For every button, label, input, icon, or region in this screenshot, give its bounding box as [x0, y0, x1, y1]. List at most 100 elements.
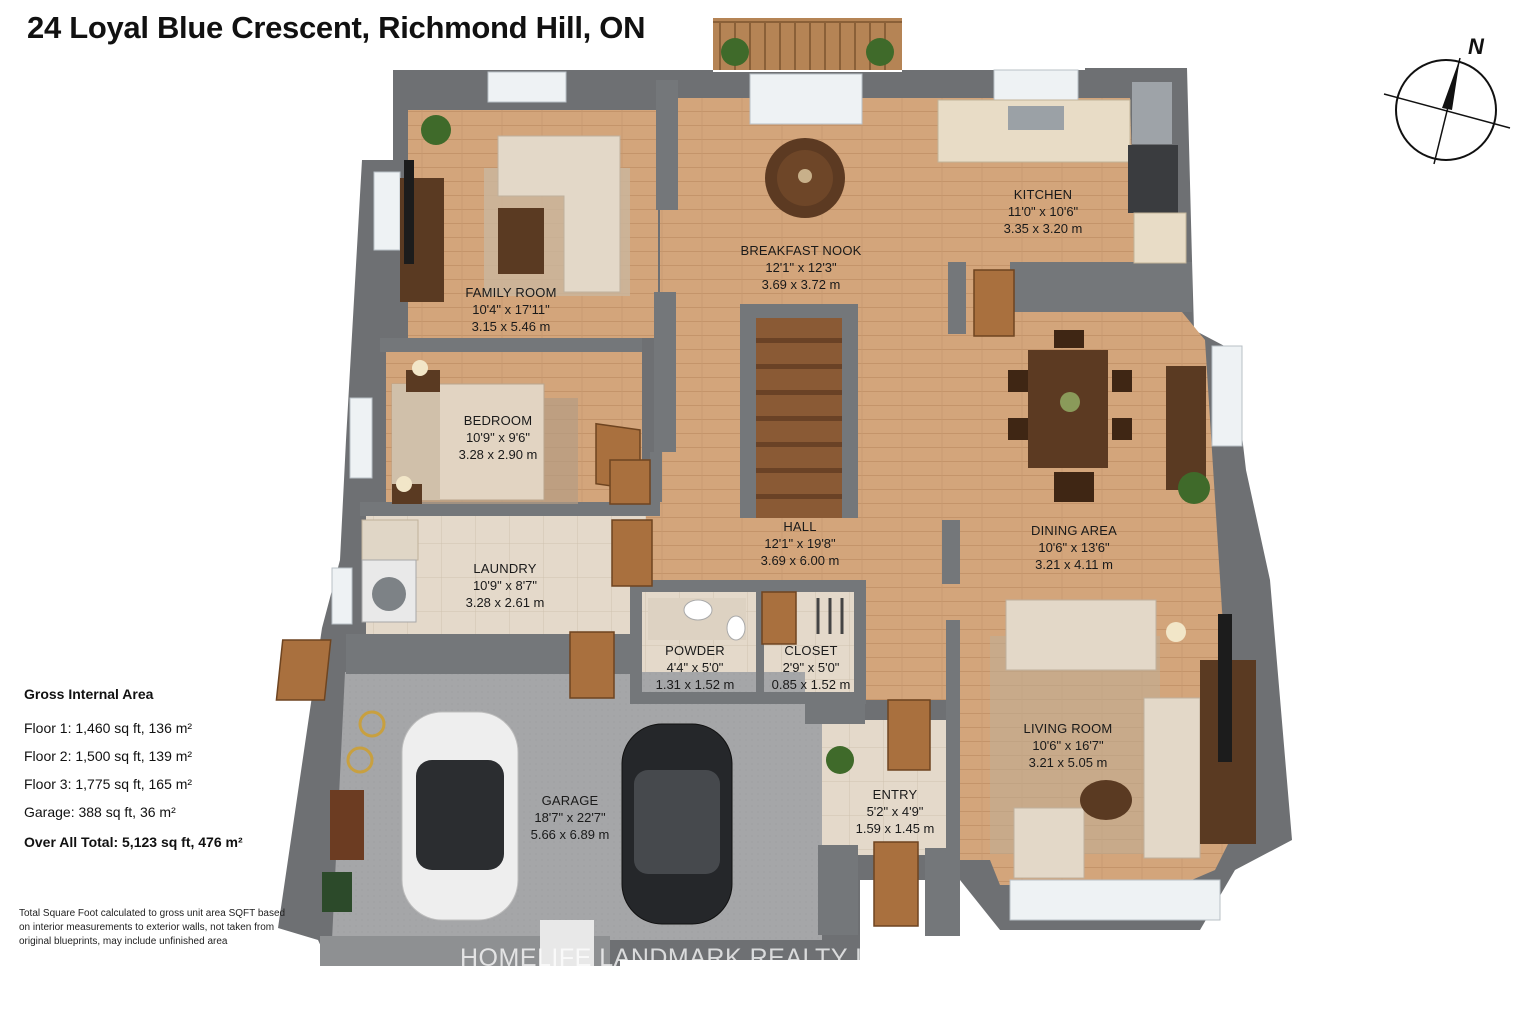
tv-icon [1218, 614, 1232, 762]
bedroom-furniture [391, 360, 578, 504]
room-metric: 3.35 x 3.20 m [1003, 221, 1083, 236]
room-label-kitchen: KITCHEN 11'0" x 10'6" 3.35 x 3.20 m [1004, 186, 1083, 237]
toilet-icon [726, 615, 746, 641]
room-name: DINING AREA [1031, 523, 1117, 538]
rear-deck [713, 18, 902, 70]
plant-icon [421, 115, 451, 145]
lamp-icon [396, 476, 412, 492]
gia-heading: Gross Internal Area [24, 686, 154, 702]
room-label-hall: HALL 12'1" x 19'8" 3.69 x 6.00 m [761, 518, 840, 569]
white-car [401, 711, 519, 921]
room-label-dining-area: DINING AREA 10'6" x 13'6" 3.21 x 4.11 m [1031, 522, 1117, 573]
washer-icon [372, 577, 406, 611]
centerpiece-icon [1060, 392, 1080, 412]
room-imperial: 12'1" x 12'3" [765, 260, 837, 275]
doors [275, 269, 1015, 927]
room-name: FAMILY ROOM [465, 285, 557, 300]
stove-icon [1128, 145, 1178, 213]
room-label-laundry: LAUNDRY 10'9" x 8'7" 3.28 x 2.61 m [466, 560, 545, 611]
room-name: CLOSET [784, 643, 838, 658]
gia-floor1: Floor 1: 1,460 sq ft, 136 m² [24, 720, 193, 736]
room-metric: 3.21 x 5.05 m [1028, 755, 1108, 770]
room-imperial: 10'4" x 17'11" [472, 302, 550, 317]
living-room-furniture [990, 599, 1256, 879]
plant-icon [721, 38, 749, 66]
room-imperial: 5'2" x 4'9" [866, 804, 924, 819]
room-label-bedroom: BEDROOM 10'9" x 9'6" 3.28 x 2.90 m [459, 412, 538, 463]
room-name: KITCHEN [1013, 187, 1073, 202]
breakfast-table [765, 138, 845, 218]
bicycle-icon [346, 710, 386, 774]
plant-icon [1178, 472, 1210, 504]
room-metric: 3.69 x 3.72 m [761, 277, 841, 292]
storage-bin [322, 872, 352, 912]
room-label-closet: CLOSET 2'9" x 5'0" 0.85 x 1.52 m [772, 642, 851, 693]
plant-icon [826, 746, 854, 774]
room-imperial: 11'0" x 10'6" [1007, 204, 1079, 219]
tv-icon [404, 160, 414, 264]
gross-internal-area: Gross Internal Area Floor 1: 1,460 sq ft… [24, 686, 324, 850]
room-imperial: 2'9" x 5'0" [782, 660, 840, 675]
storage-shelf [330, 790, 364, 860]
room-imperial: 10'9" x 9'6" [465, 430, 531, 445]
room-imperial: 18'7" x 22'7" [534, 810, 606, 825]
room-metric: 1.59 x 1.45 m [855, 821, 935, 836]
room-metric: 0.85 x 1.52 m [771, 677, 851, 692]
room-name: HALL [783, 519, 817, 534]
lamp-icon [1166, 622, 1186, 642]
nightstand [406, 370, 440, 392]
room-label-family-room: FAMILY ROOM 10'4" x 17'11" 3.15 x 5.46 m [465, 284, 556, 335]
room-imperial: 10'6" x 13'6" [1038, 540, 1110, 555]
sink-icon [683, 599, 713, 621]
sink-icon [1008, 106, 1064, 130]
compass-north-label: N [1468, 34, 1485, 59]
windows [331, 69, 1243, 921]
laundry-appliances [361, 519, 419, 623]
room-metric: 3.28 x 2.90 m [458, 447, 538, 462]
fridge-icon [1132, 82, 1172, 144]
room-name: BREAKFAST NOOK [740, 243, 862, 258]
page-title: 24 Loyal Blue Crescent, Richmond Hill, O… [27, 10, 646, 45]
room-metric: 3.15 x 5.46 m [471, 319, 551, 334]
garage-pillar [540, 920, 594, 966]
room-metric: 5.66 x 6.89 m [530, 827, 610, 842]
room-label-breakfast-nook: BREAKFAST NOOK 12'1" x 12'3" 3.69 x 3.72… [740, 242, 861, 293]
room-label-living-room: LIVING ROOM 10'6" x 16'7" 3.21 x 5.05 m [1024, 720, 1113, 771]
gia-total: Over All Total: 5,123 sq ft, 476 m² [24, 834, 243, 850]
room-name: GARAGE [541, 793, 599, 808]
room-metric: 1.31 x 1.52 m [655, 677, 735, 692]
bathroom-fixtures [648, 598, 844, 641]
room-imperial: 4'4" x 5'0" [666, 660, 724, 675]
room-label-garage: GARAGE 18'7" x 22'7" 5.66 x 6.89 m [531, 792, 610, 843]
dining-table [1008, 330, 1210, 504]
staircase [756, 318, 842, 518]
coffee-table [1080, 780, 1132, 820]
garage-contents [320, 710, 733, 966]
room-imperial: 10'9" x 8'7" [472, 578, 538, 593]
gia-floor2: Floor 2: 1,500 sq ft, 139 m² [24, 748, 193, 764]
lamp-icon [412, 360, 428, 376]
disclaimer-note: Total Square Foot calculated to gross un… [19, 908, 286, 947]
sideboard [1166, 366, 1206, 490]
room-metric: 3.28 x 2.61 m [465, 595, 545, 610]
room-imperial: 10'6" x 16'7" [1032, 738, 1104, 753]
room-name: ENTRY [872, 787, 918, 802]
kitchen-counters [937, 82, 1187, 264]
gia-floor3: Floor 3: 1,775 sq ft, 165 m² [24, 776, 193, 792]
room-name: LAUNDRY [473, 561, 537, 576]
room-label-powder: POWDER 4'4" x 5'0" 1.31 x 1.52 m [656, 642, 735, 693]
compass-icon: N [1383, 34, 1511, 165]
room-name: LIVING ROOM [1023, 721, 1113, 736]
coffee-table [498, 208, 544, 274]
interior-walls [346, 80, 1192, 936]
family-room-furniture [400, 115, 630, 302]
gia-garage: Garage: 388 sq ft, 36 m² [24, 804, 176, 820]
room-metric: 3.21 x 4.11 m [1035, 557, 1113, 572]
plant-icon [866, 38, 894, 66]
room-imperial: 12'1" x 19'8" [764, 536, 836, 551]
room-name: POWDER [665, 643, 725, 658]
black-car [621, 723, 733, 925]
brokerage-watermark: HOMELIFE LANDMARK REALTY INC., Brokerage [460, 944, 1042, 972]
room-label-entry: ENTRY 5'2" x 4'9" 1.59 x 1.45 m [856, 786, 935, 837]
